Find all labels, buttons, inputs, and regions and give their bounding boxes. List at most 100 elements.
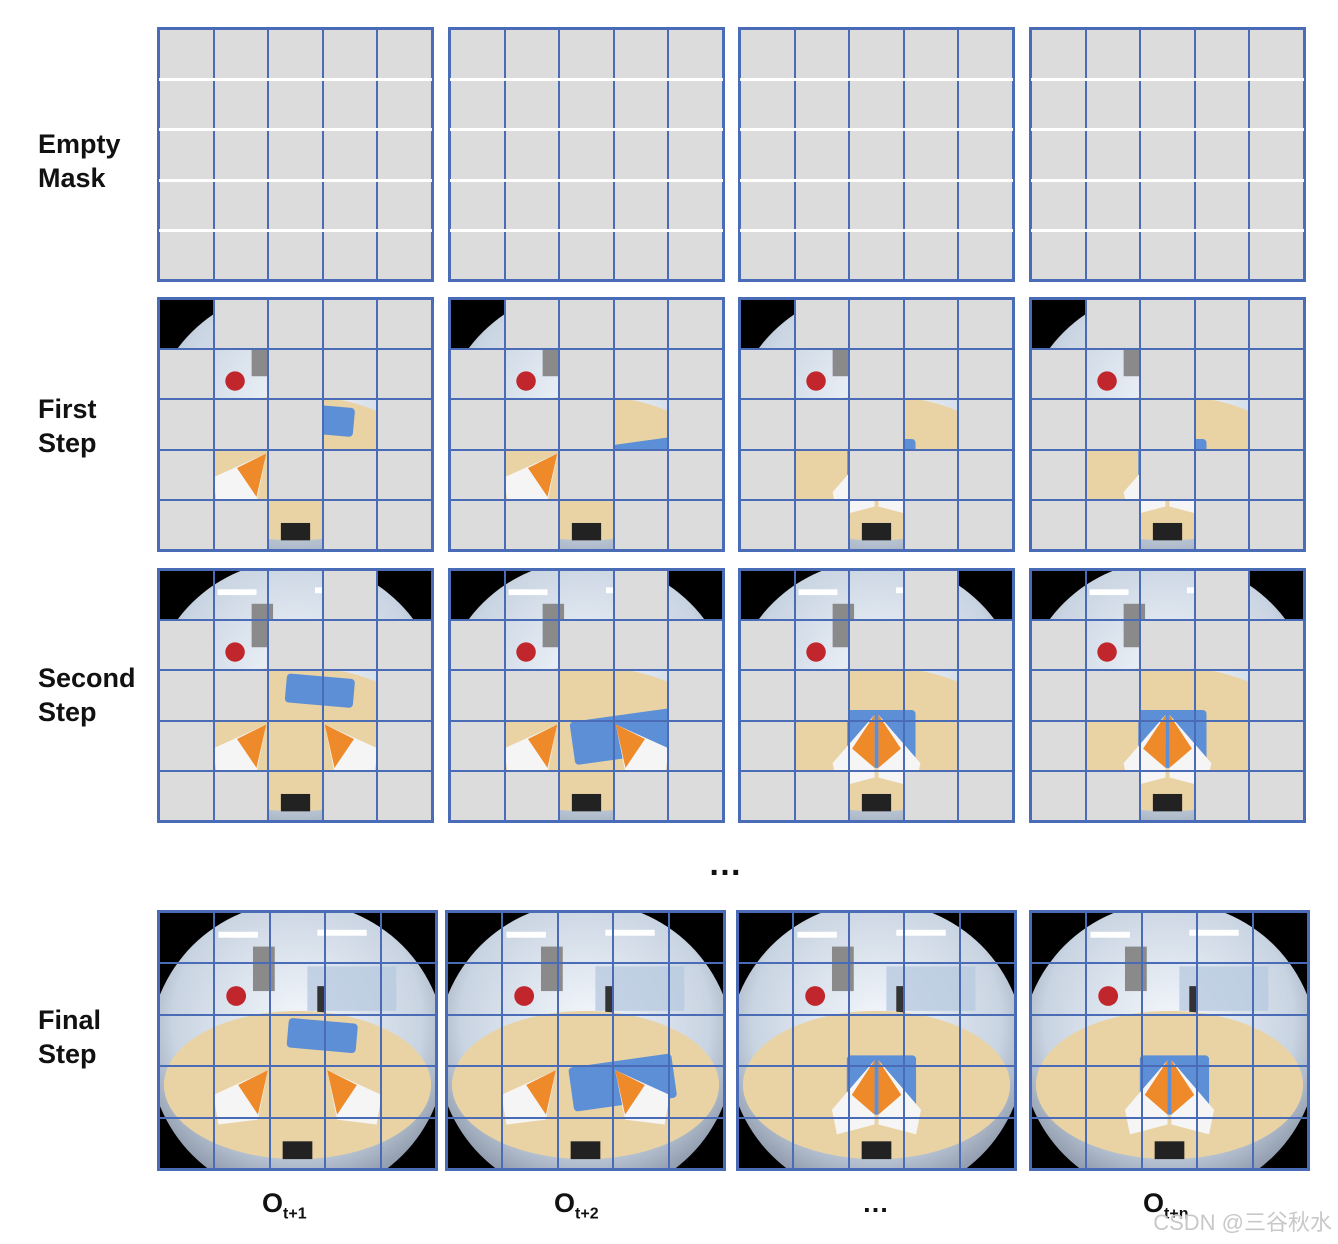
masked-cell [268, 230, 323, 280]
revealed-cell [669, 1118, 724, 1169]
empty-mask-panel-2 [448, 27, 725, 282]
masked-cell [1086, 299, 1141, 349]
masked-cell [505, 500, 560, 550]
masked-cell [1086, 180, 1141, 230]
masked-cell [1031, 230, 1086, 280]
revealed-cell [1253, 1066, 1308, 1117]
revealed-cell [1031, 1118, 1086, 1169]
masked-cell [559, 129, 614, 179]
mask-row-divider [740, 128, 1013, 131]
revealed-cell [325, 1118, 380, 1169]
masked-cell [1249, 500, 1304, 550]
mask-row-divider [1031, 128, 1304, 131]
masked-cell [740, 450, 795, 500]
masked-cell [559, 230, 614, 280]
masked-cell [1140, 399, 1195, 449]
masked-cell [1086, 500, 1141, 550]
masked-cell [668, 349, 723, 399]
column-label-3-base: … [862, 1188, 889, 1218]
revealed-cell [613, 963, 668, 1014]
revealed-cell [505, 450, 560, 500]
revealed-cell [1086, 912, 1141, 963]
revealed-cell [159, 912, 214, 963]
revealed-cell [270, 1066, 325, 1117]
masked-cell [904, 180, 959, 230]
masked-cell [268, 129, 323, 179]
masked-cell [377, 399, 432, 449]
masked-cell [740, 620, 795, 670]
first-step-panel-2 [448, 297, 725, 552]
masked-cell [614, 29, 669, 79]
masked-cell [958, 670, 1013, 720]
column-label-3: … [862, 1188, 889, 1223]
masked-cell [450, 29, 505, 79]
masked-cell [377, 299, 432, 349]
masked-cell [795, 299, 850, 349]
masked-cell [559, 620, 614, 670]
masked-cell [377, 771, 432, 821]
revealed-cell [1197, 912, 1252, 963]
revealed-cell [1197, 963, 1252, 1014]
masked-cell [795, 129, 850, 179]
masked-cell [904, 29, 959, 79]
masked-cell [1086, 771, 1141, 821]
revealed-cell [214, 912, 269, 963]
masked-cell [1195, 450, 1250, 500]
revealed-cell [1086, 450, 1141, 500]
first-step-panel-4 [1029, 297, 1306, 552]
masked-cell [958, 620, 1013, 670]
revealed-cell [159, 963, 214, 1014]
revealed-cell [159, 1066, 214, 1117]
masked-cell [268, 399, 323, 449]
masked-cell [377, 670, 432, 720]
masked-cell [268, 299, 323, 349]
revealed-cell [669, 1066, 724, 1117]
masked-cell [668, 771, 723, 821]
empty-mask-panel-4 [1029, 27, 1306, 282]
column-label-2-base: O [554, 1188, 575, 1218]
revealed-cell [447, 963, 502, 1014]
masked-cell [159, 500, 214, 550]
revealed-cell [502, 963, 557, 1014]
revealed-cell [1197, 1015, 1252, 1066]
masked-cell [740, 771, 795, 821]
masked-cell [958, 399, 1013, 449]
revealed-cell [381, 1118, 436, 1169]
masked-cell [1031, 180, 1086, 230]
masked-cell [450, 180, 505, 230]
masked-cell [214, 79, 269, 129]
masked-cell [323, 79, 378, 129]
masked-cell [614, 570, 669, 620]
masked-cell [614, 450, 669, 500]
masked-cell [505, 79, 560, 129]
masked-cell [614, 349, 669, 399]
row-label-final-step: Final Step [38, 1003, 101, 1071]
revealed-cell [904, 1118, 959, 1169]
masked-cell [668, 450, 723, 500]
masked-cell [1140, 230, 1195, 280]
masked-cell [1031, 620, 1086, 670]
revealed-cell [904, 721, 959, 771]
masked-cell [614, 500, 669, 550]
masked-cell [614, 771, 669, 821]
revealed-cell [613, 1118, 668, 1169]
masked-cell [323, 349, 378, 399]
revealed-cell [613, 1015, 668, 1066]
revealed-cell [740, 570, 795, 620]
revealed-cell [795, 349, 850, 399]
masked-cell [904, 230, 959, 280]
revealed-cell [558, 963, 613, 1014]
revealed-cell [1195, 399, 1250, 449]
masked-cell [1249, 180, 1304, 230]
revealed-cell [270, 1015, 325, 1066]
masked-cell [1249, 771, 1304, 821]
revealed-cell [740, 299, 795, 349]
revealed-cell [1031, 1066, 1086, 1117]
masked-cell [958, 721, 1013, 771]
revealed-cell [904, 670, 959, 720]
masked-cell [377, 349, 432, 399]
revealed-cell [849, 721, 904, 771]
revealed-cell [270, 1118, 325, 1169]
revealed-cell [904, 963, 959, 1014]
masked-cell [614, 620, 669, 670]
